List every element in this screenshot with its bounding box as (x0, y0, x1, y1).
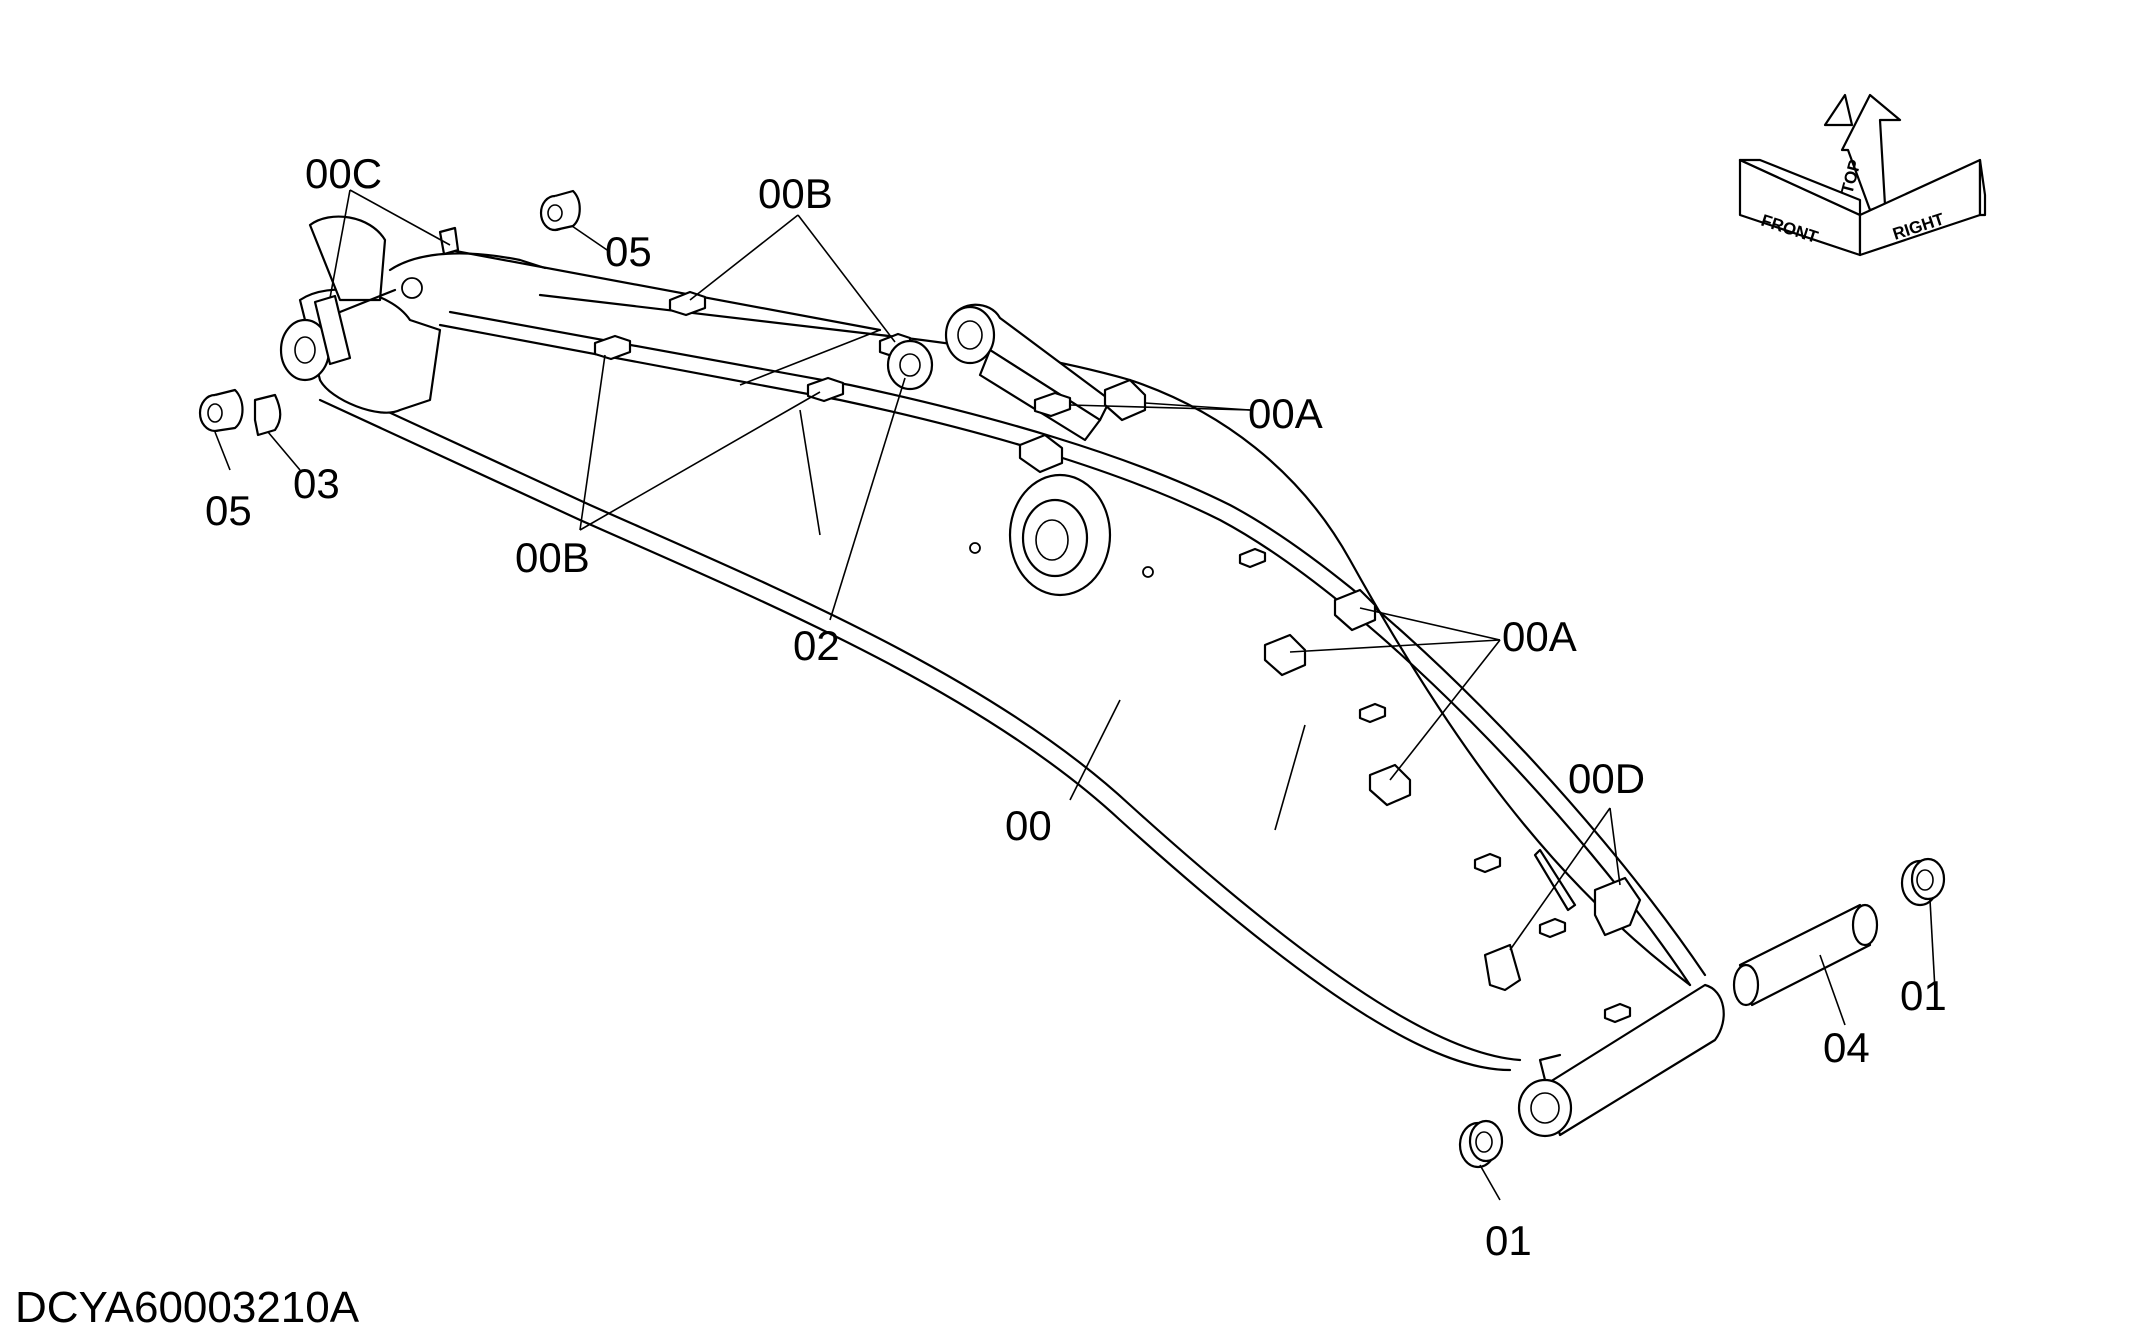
callout-02: 02 (793, 622, 840, 669)
boom-pads (593, 290, 1642, 1024)
callout-00B-top: 00B (758, 170, 833, 217)
callout-05-top: 05 (605, 228, 652, 275)
callout-00D: 00D (1568, 755, 1645, 802)
callout-04: 04 (1823, 1024, 1870, 1071)
callout-00A-middle: 00A (1502, 613, 1577, 660)
callout-03: 03 (293, 460, 340, 507)
leader-lines (214, 189, 1936, 1201)
callout-labels: 00C 00B 05 03 00B 02 00A 00A 00 00D 01 0… (205, 150, 1947, 1264)
callout-00A-top: 00A (1248, 390, 1323, 437)
callout-01-bottom: 01 (1485, 1217, 1532, 1264)
callout-01-right: 01 (1900, 972, 1947, 1019)
callout-00: 00 (1005, 802, 1052, 849)
callout-00C: 00C (305, 150, 382, 197)
orientation-arrows-icon: FRONT TOP RIGHT (1738, 93, 1987, 257)
boom-assembly (279, 215, 1725, 1138)
loose-parts (198, 189, 1946, 1169)
callout-00B-bottom: 00B (515, 534, 590, 581)
orientation-top-label: TOP (1838, 158, 1865, 196)
callout-05-left: 05 (205, 487, 252, 534)
drawing-code: DCYA60003210A (15, 1283, 360, 1332)
